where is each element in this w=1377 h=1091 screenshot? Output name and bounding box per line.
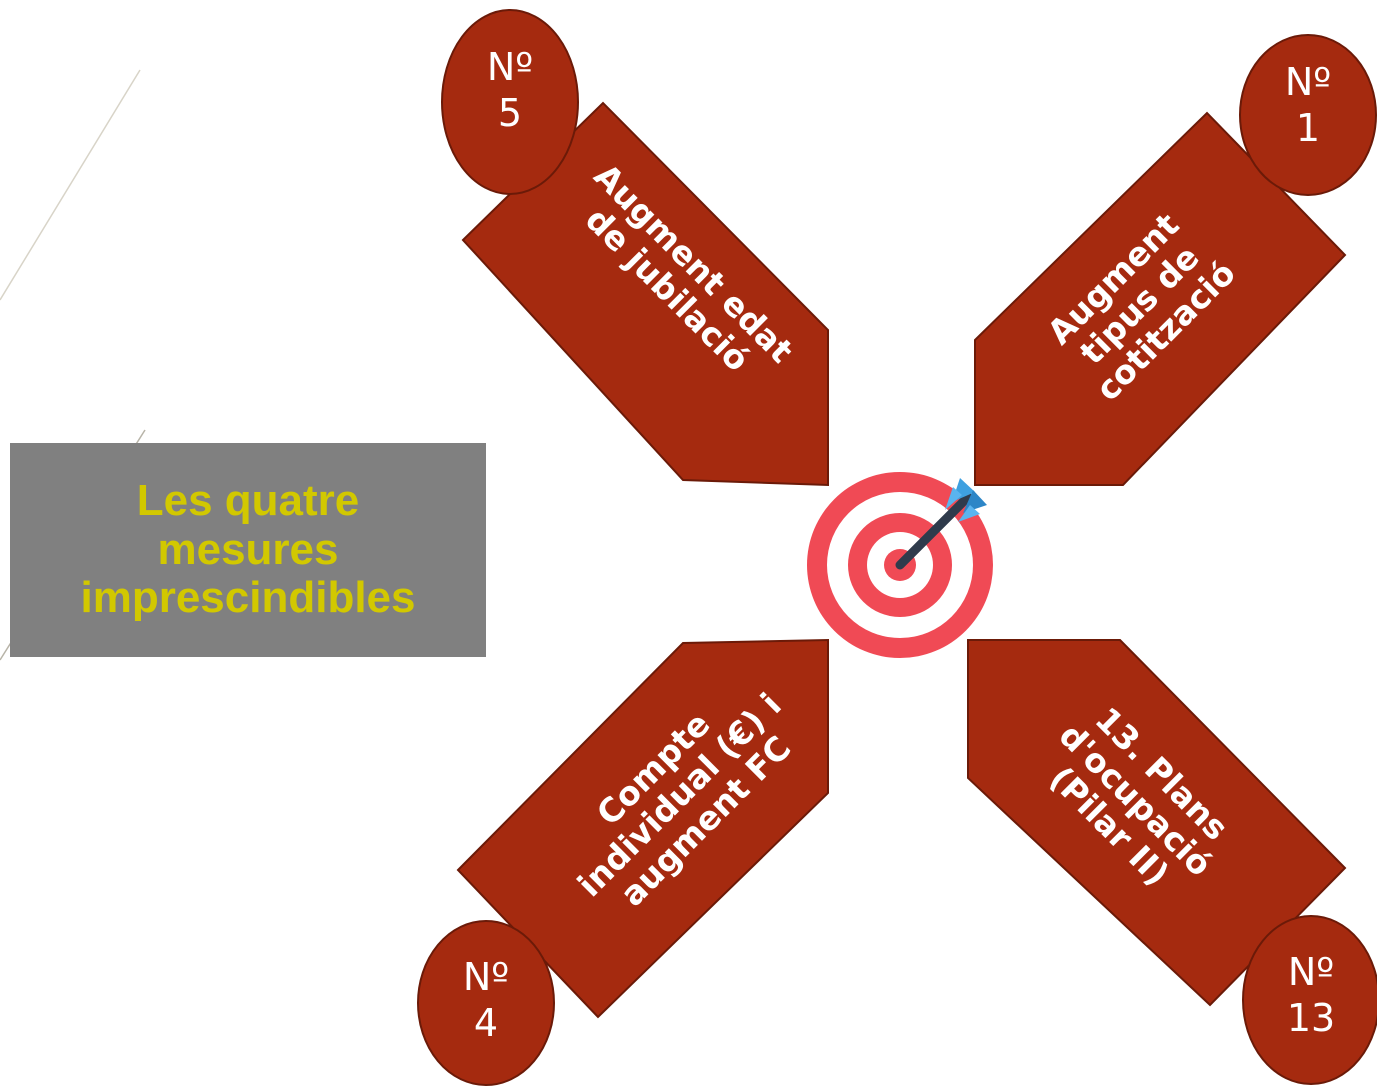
arrow-shape-measure-4 xyxy=(456,638,829,1019)
arrow-shape-measure-5 xyxy=(461,101,829,487)
badge-label-measure-13: Nº 13 xyxy=(1286,950,1336,1040)
diagram-title: Les quatre mesures imprescindibles xyxy=(80,476,416,623)
arrow-shape-measure-1 xyxy=(974,111,1347,486)
badge-circle-measure-13 xyxy=(1242,915,1377,1085)
badge-circle-measure-1 xyxy=(1239,34,1377,196)
title-box: Les quatre mesures imprescindibles xyxy=(10,443,486,657)
badge-circle-measure-4 xyxy=(417,920,555,1086)
badge-circle-measure-5 xyxy=(441,9,579,195)
badge-label-measure-1: Nº 1 xyxy=(1284,60,1332,150)
badge-label-measure-5: Nº 5 xyxy=(486,45,534,135)
decor-line-top xyxy=(0,69,141,301)
badge-label-measure-4: Nº 4 xyxy=(462,955,510,1045)
target-dart-icon xyxy=(807,472,993,658)
